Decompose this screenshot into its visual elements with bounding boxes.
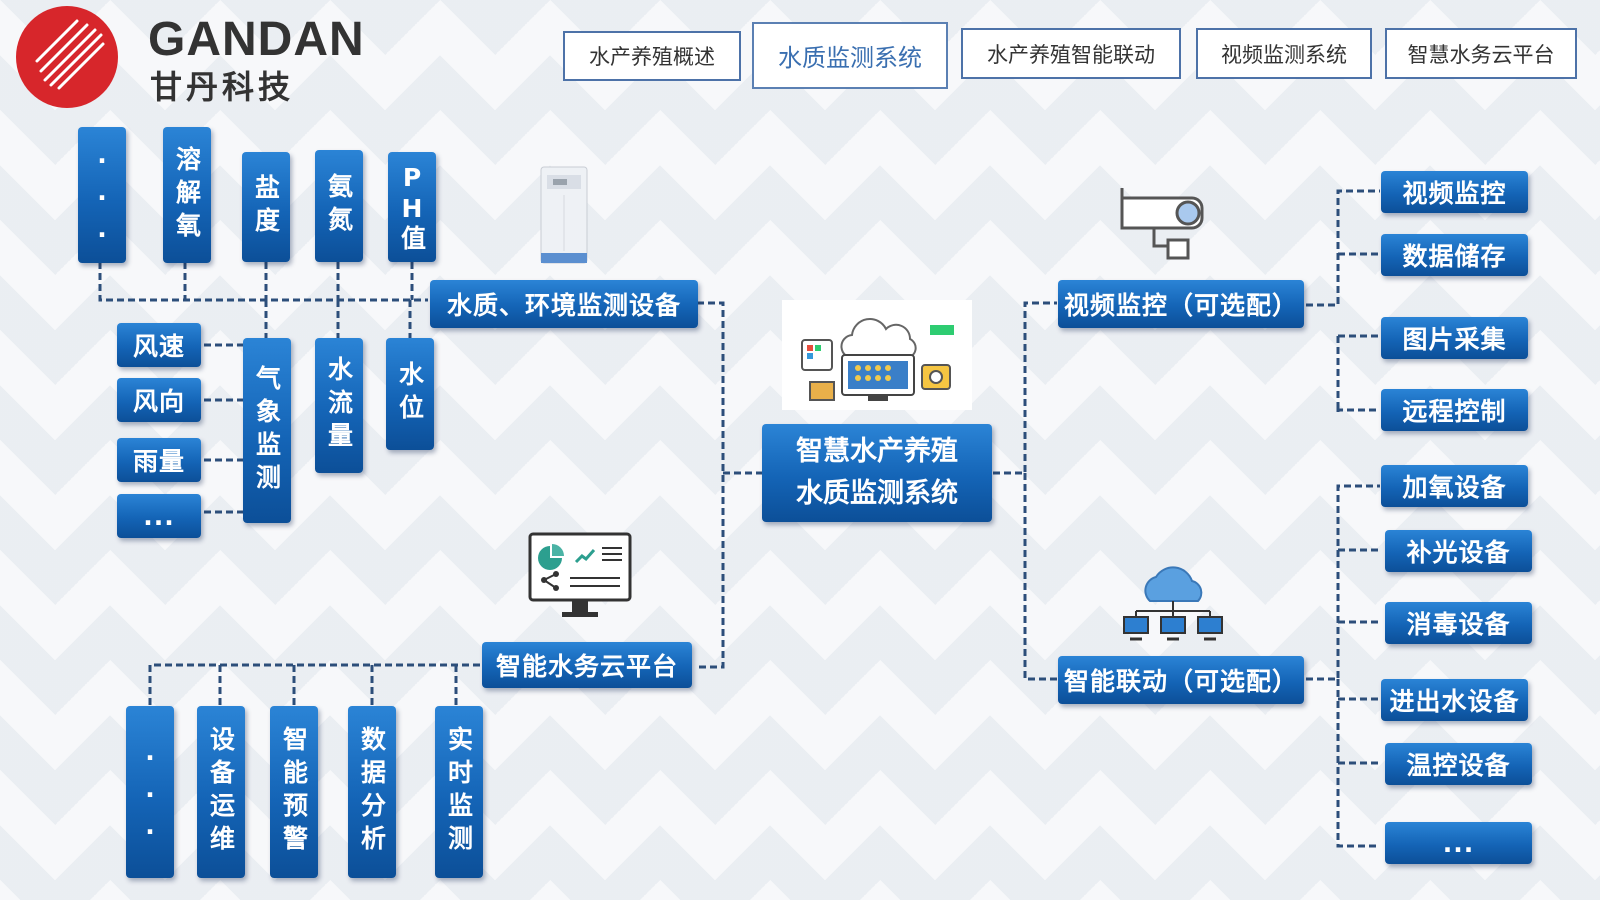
sensor-more[interactable]: ... xyxy=(78,127,126,263)
tab-water-quality-monitoring[interactable]: 水质监测系统 xyxy=(752,22,948,89)
data-storage[interactable]: 数据储存 xyxy=(1381,234,1528,276)
cloud-data-analysis[interactable]: 数据分析 xyxy=(348,706,396,878)
tab-smart-linkage[interactable]: 水产养殖智能联动 xyxy=(961,28,1181,79)
cloud-platform-computer-icon xyxy=(528,532,632,622)
cloud-realtime-monitoring[interactable]: 实时监测 xyxy=(435,706,483,878)
weather-wind-direction[interactable]: 风向 xyxy=(117,378,201,422)
lighting-equipment[interactable]: 补光设备 xyxy=(1385,530,1532,572)
tab-aquaculture-overview[interactable]: 水产养殖概述 xyxy=(563,31,741,81)
disinfection-equipment[interactable]: 消毒设备 xyxy=(1385,602,1532,644)
sensor-ammonia[interactable]: 氨氮 xyxy=(315,150,363,262)
remote-control[interactable]: 远程控制 xyxy=(1381,389,1528,431)
center-line-2: 水质监测系统 xyxy=(796,478,958,509)
hub-video-monitoring[interactable]: 视频监控（可选配） xyxy=(1058,280,1304,328)
center-system-title[interactable]: 智慧水产养殖 水质监测系统 xyxy=(762,424,992,522)
water-inout-equipment[interactable]: 进出水设备 xyxy=(1381,679,1528,721)
weather-more[interactable]: ... xyxy=(117,494,201,538)
oxygen-equipment[interactable]: 加氧设备 xyxy=(1381,465,1528,507)
water-level[interactable]: 水位 xyxy=(386,338,434,450)
hub-cloud-platform[interactable]: 智能水务云平台 xyxy=(482,642,692,688)
brand-name: GANDAN xyxy=(148,13,365,66)
sensor-salinity[interactable]: 盐度 xyxy=(242,152,290,262)
hub-smart-linkage[interactable]: 智能联动（可选配） xyxy=(1058,656,1304,704)
cloud-more[interactable]: ... xyxy=(126,706,174,878)
center-line-1: 智慧水产养殖 xyxy=(796,436,958,467)
water-flow[interactable]: 水流量 xyxy=(315,338,363,473)
gandan-logo[interactable] xyxy=(15,5,120,110)
weather-wind-speed[interactable]: 风速 xyxy=(117,323,201,367)
monitor-device-icon xyxy=(535,165,593,265)
brand-name-cn: 甘丹科技 xyxy=(150,68,295,106)
cloud-network-icon xyxy=(1118,565,1228,645)
cloud-device-maintenance[interactable]: 设备运维 xyxy=(197,706,245,878)
temperature-equipment[interactable]: 温控设备 xyxy=(1385,743,1532,785)
sensor-ph[interactable]: PH值 xyxy=(388,152,436,262)
dashboard-computer-icon xyxy=(782,300,972,410)
video-monitoring[interactable]: 视频监控 xyxy=(1381,171,1528,213)
security-camera-icon xyxy=(1118,186,1210,268)
weather-rainfall[interactable]: 雨量 xyxy=(117,438,201,482)
sensor-dissolved-oxygen[interactable]: 溶解氧 xyxy=(163,127,211,263)
tab-cloud-platform[interactable]: 智慧水务云平台 xyxy=(1385,28,1577,79)
tab-video-monitoring[interactable]: 视频监测系统 xyxy=(1196,28,1372,79)
cloud-smart-warning[interactable]: 智能预警 xyxy=(270,706,318,878)
weather-monitoring[interactable]: 气象监测 xyxy=(243,338,291,523)
hub-water-environment-devices[interactable]: 水质、环境监测设备 xyxy=(430,280,698,328)
linkage-more[interactable]: ... xyxy=(1385,822,1532,864)
image-capture[interactable]: 图片采集 xyxy=(1381,317,1528,359)
